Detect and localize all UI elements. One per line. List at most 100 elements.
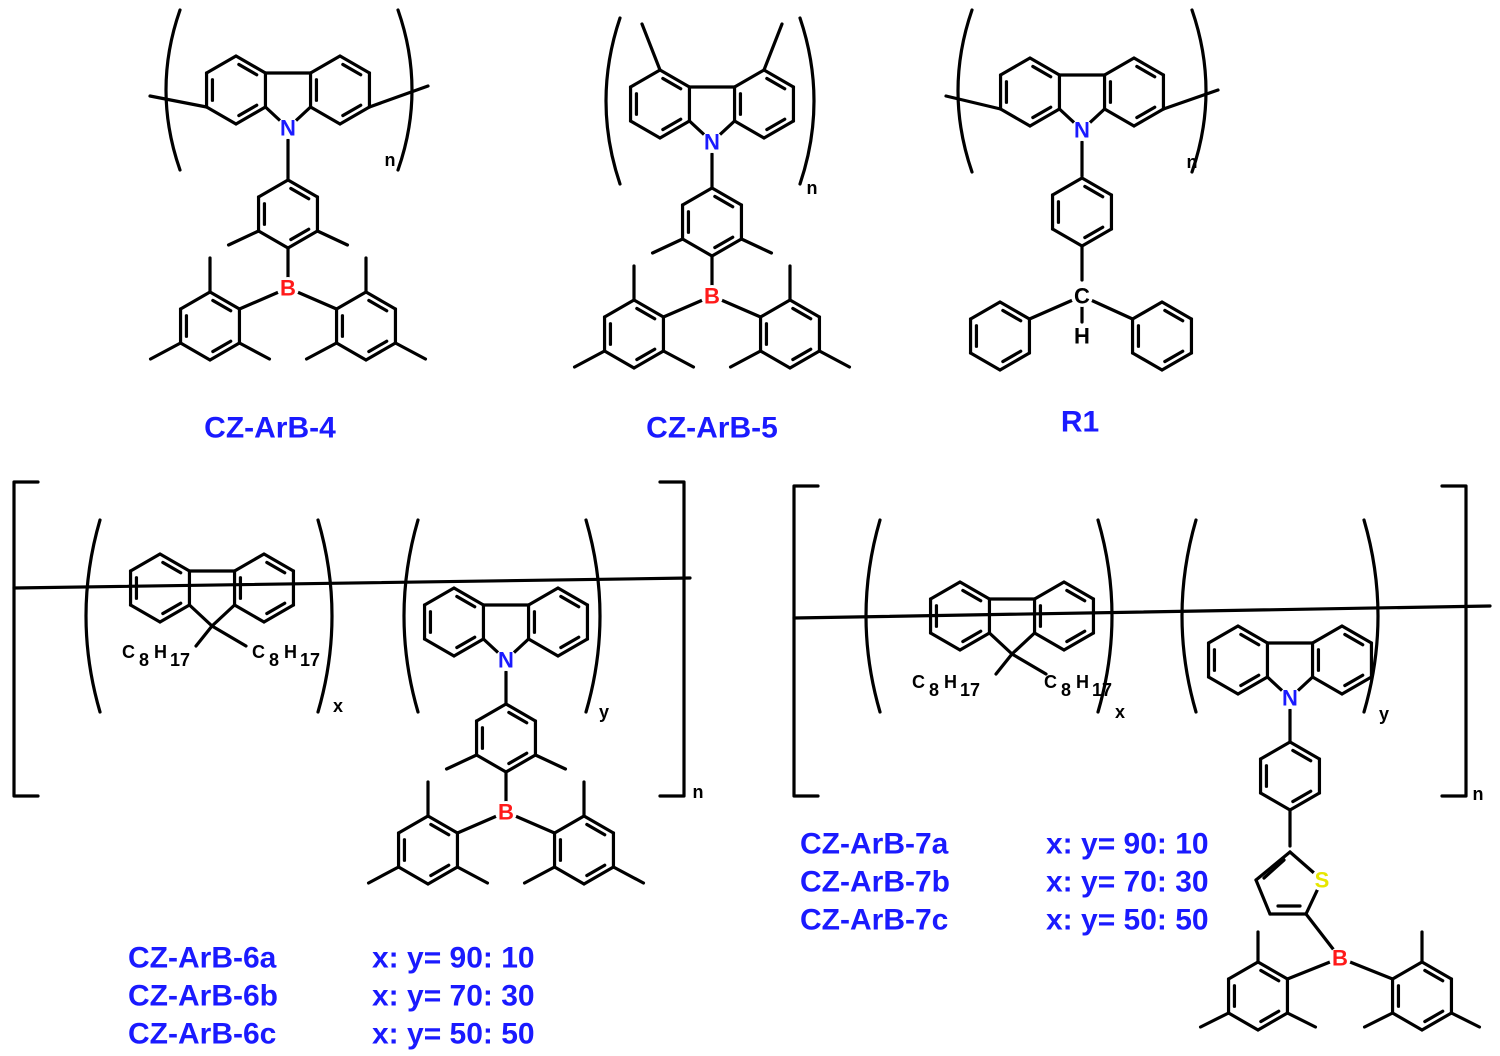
cz4-arylb-mes-left-edge <box>178 290 212 311</box>
cz6-carbazole-right-ring-edge <box>556 586 590 607</box>
cz7-c8h17-right-h-sub: 17 <box>1092 680 1112 700</box>
cz6-carbazole-right-ring-edge <box>526 586 560 607</box>
cz4-carbazole-left-ring-double <box>237 62 259 77</box>
cz4-arylb-methyl <box>237 341 272 361</box>
cz7-fluorene-left-ring-edge <box>958 580 992 601</box>
cz4-carbazole-right-ring-double <box>341 103 363 118</box>
r1-carbazole-left-ring-edge <box>998 56 1032 77</box>
cz5-arylb-methyl <box>728 349 763 369</box>
cz6-c8h17-right-c-sub: 8 <box>269 650 279 670</box>
cz6-arylb-mes-right-double <box>585 822 607 837</box>
cz7-thiophene-edge <box>1254 850 1292 882</box>
r1-phenyl-left-double <box>1001 308 1023 323</box>
cz5-carbazole-left-ring-edge <box>658 119 692 140</box>
cz5-arylb-mes-right-edge <box>788 349 822 370</box>
cz7-ratio-90-10: x: y= 90: 10 <box>1046 828 1209 861</box>
cz4-arylb-aryl-edge <box>256 178 290 199</box>
cz5-carbazole-left-ring-double <box>661 76 683 91</box>
cz7-fluorene-left-ring-double <box>961 629 983 644</box>
r1-phenyl-left-edge <box>968 351 1002 372</box>
cz6-c8h17-left-c: C <box>122 642 135 662</box>
cz6-arylb-mes-left-double <box>429 822 451 837</box>
r1-phenylene-edge <box>1050 176 1084 197</box>
r1-carbazole-left-ring-edge <box>998 107 1032 128</box>
cz4-nitrogen-atom-bg <box>277 117 299 139</box>
cz6-ratio-50-50: x: y= 50: 50 <box>372 1018 535 1051</box>
bond-lines <box>12 8 1492 1032</box>
cz7-fluorene-left-ring-edge <box>928 580 962 601</box>
cz6-bracket-left <box>12 480 40 798</box>
r1-hydrogen-atom: H <box>1074 324 1090 349</box>
cz5-carbazole-right-ring-edge <box>732 68 766 89</box>
cz4-arylb-mes-right-edge <box>334 290 368 311</box>
cz4-arylb-mes-right-edge <box>334 341 368 362</box>
r1-carbazole-left-ring-edge <box>1028 56 1062 77</box>
cz6-carbazole-left-ring-edge <box>422 586 456 607</box>
cz6-cz-paren-right <box>584 518 602 714</box>
r1-nitrogen-atom: N <box>1074 118 1090 143</box>
r1-carbazole-right-ring-double <box>1135 105 1157 120</box>
cz7-fluorene-right-ring-edge <box>1062 631 1096 652</box>
r1-phenyl-left-edge <box>998 300 1032 321</box>
cz7-mes-left-edge <box>1256 1011 1290 1032</box>
cz7-phenylene-double <box>1291 748 1313 763</box>
cz6-c8h17-left-h: H <box>154 642 167 662</box>
cz7-n-subscript: n <box>1473 784 1484 804</box>
cz7-carbazole-right-ring-double <box>1343 673 1365 688</box>
cz4-arylb-mes-left-edge <box>178 341 212 362</box>
cz5-nitrogen-atom: N <box>704 130 720 155</box>
cz7-c8h17-left-h-sub: 17 <box>960 680 980 700</box>
cz5-arylb-aryl-edge <box>680 186 714 207</box>
cz6-ratio-70-30: x: y= 70: 30 <box>372 980 535 1013</box>
cz5-arylb-methyl <box>572 349 607 369</box>
cz5-arylb-aryl-edge <box>710 237 744 258</box>
cz4-arylb-methyl <box>148 341 183 361</box>
cz4-carbazole-right-ring-double <box>341 62 363 77</box>
cz7-ratio-70-30: x: y= 70: 30 <box>1046 866 1209 899</box>
cz5-carbazole-right-ring-double <box>765 76 787 91</box>
cz6-arylb-methyl <box>455 865 490 885</box>
cz6-fluorene-right-ring-edge <box>232 603 266 624</box>
cz7-carbazole-left-ring-edge <box>1236 675 1270 696</box>
cz-arb-7c-label: CZ-ArB-7c <box>800 904 948 937</box>
r1-carbon-atom: C <box>1074 284 1090 309</box>
cz7-mes-right-edge <box>1390 1011 1424 1032</box>
cz7-c8h17-left-h: H <box>944 672 957 692</box>
cz7-x-subscript: x <box>1115 702 1125 722</box>
cz-arb-6b-label: CZ-ArB-6b <box>128 980 278 1013</box>
cz7-mes-left-edge <box>1256 960 1290 981</box>
cz4-carbazole-left-ring-edge <box>234 105 268 126</box>
cz4-arylb-mes-right-double <box>367 339 389 354</box>
cz4-paren-left <box>164 8 182 172</box>
cz5-arylb-aryl-edge <box>710 186 744 207</box>
cz7-ratio-50-50: x: y= 50: 50 <box>1046 904 1209 937</box>
cz7-fluorene-left-ring-edge <box>958 631 992 652</box>
cz7-phenylene-edge <box>1258 791 1292 812</box>
cz4-carbazole-right-ring-edge <box>308 54 342 75</box>
cz6-arylb-aryl-edge <box>504 702 538 723</box>
cz6-arylb-aryl-edge <box>474 753 508 774</box>
cz4-arylb-mes-left-edge <box>208 341 242 362</box>
cz7-bracket-left <box>792 484 820 798</box>
cz4-arylb-methyl <box>315 229 350 247</box>
cz6-arylb-boron-atom: B <box>498 800 514 825</box>
r1-carbon-atom-bg <box>1071 285 1093 307</box>
cz5-carbazole-right-ring-double <box>765 117 787 132</box>
cz5-carbazole-right-ring-edge <box>732 119 766 140</box>
cz7-mes-right-edge <box>1420 1011 1454 1032</box>
r1-carbazole-right-ring-edge <box>1102 107 1136 128</box>
cz5-arylb-mes-left-edge <box>632 349 666 370</box>
cz4-chain-right <box>367 84 430 109</box>
cz7-fluorene-left-ring-double <box>961 588 983 603</box>
cz6-arylb-methyl <box>522 865 557 885</box>
cz5-arylb-aryl-edge <box>680 237 714 258</box>
cz6-arylb-mes-left-edge <box>426 865 460 886</box>
cz4-arylb-methyl <box>393 341 428 361</box>
cz7-carbazole-left-ring-edge <box>1206 675 1240 696</box>
cz7-mes-right-edge <box>1390 960 1424 981</box>
cz7-c8h17-left-c: C <box>912 672 925 692</box>
cz6-c8h17-right-c: C <box>252 642 265 662</box>
cz6-fluorene-left-ring-double <box>161 560 183 575</box>
cz4-arylb-mes-left-double <box>211 339 233 354</box>
